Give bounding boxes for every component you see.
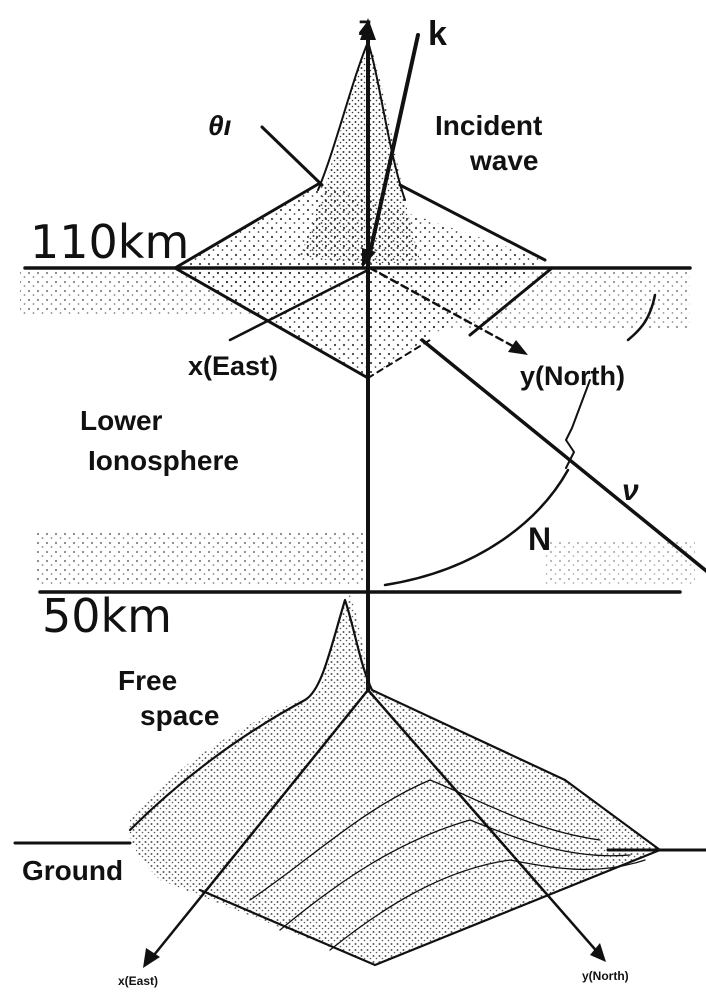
altitude-110km-label: 110km bbox=[30, 215, 189, 269]
ground-label: Ground bbox=[22, 855, 123, 886]
k-vector-label: k bbox=[428, 15, 447, 53]
lower-ionosphere-label-line1: Lower bbox=[80, 405, 163, 436]
incident-wave-label-line1: Incident bbox=[435, 110, 542, 141]
y-north-ground-label: y(North) bbox=[582, 969, 629, 983]
y-north-upper-label: y(North) bbox=[520, 361, 625, 391]
y-north-arrowhead bbox=[508, 340, 528, 355]
ground-field-surface bbox=[129, 595, 660, 965]
x-east-ground-label: x(East) bbox=[118, 974, 158, 988]
north-leader bbox=[566, 380, 590, 468]
nu-label: ν bbox=[622, 474, 639, 507]
lower-layer-stipple-right bbox=[545, 540, 695, 585]
free-space-label-line2: space bbox=[140, 700, 219, 731]
z-axis-label: z bbox=[358, 10, 372, 41]
x-east-upper-label: x(East) bbox=[188, 351, 278, 381]
incident-wave-peak bbox=[300, 40, 420, 263]
n-label: N bbox=[528, 521, 551, 557]
free-space-label-line1: Free bbox=[118, 665, 177, 696]
altitude-50km-label: 50km bbox=[42, 589, 172, 643]
incident-wave-label-line2: wave bbox=[469, 145, 539, 176]
theta-label: θı bbox=[208, 110, 232, 141]
lower-layer-stipple bbox=[35, 530, 365, 585]
lower-ionosphere-label-line2: Ionosphere bbox=[88, 445, 239, 476]
theta-pointer bbox=[262, 127, 322, 185]
